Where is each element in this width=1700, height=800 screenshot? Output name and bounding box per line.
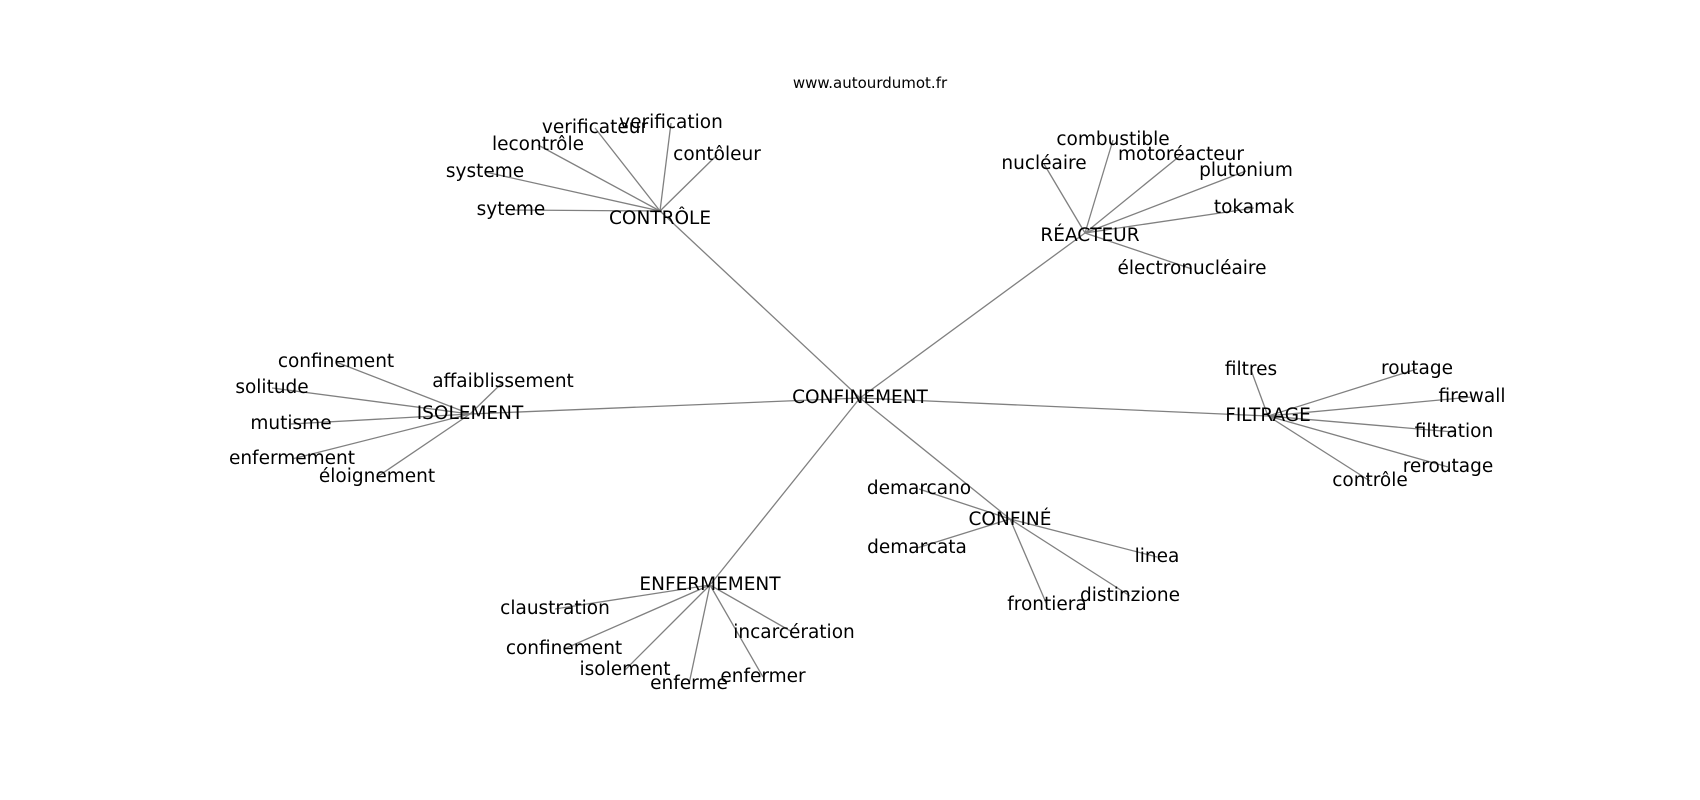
edge-controle-5: [510, 209, 661, 212]
edge-isolement-4: [291, 413, 471, 460]
leaf-node-confine-1: demarcata: [867, 537, 967, 558]
leaf-node-reacteur-1: motoréacteur: [1118, 144, 1244, 165]
edge-reacteur-0: [1084, 139, 1114, 234]
edge-enfermement-3: [624, 584, 711, 671]
edge-enfermement-2: [563, 584, 711, 650]
hub-node-enfermement: ENFERMEMENT: [639, 574, 781, 595]
edge-isolement-2: [271, 387, 471, 415]
leaf-node-isolement-5: éloignement: [319, 466, 435, 487]
edge-controle-1: [659, 122, 672, 212]
edge-confine-3: [1009, 518, 1131, 597]
leaf-node-reacteur-3: plutonium: [1199, 160, 1293, 181]
leaf-node-reacteur-0: combustible: [1056, 129, 1169, 150]
leaf-node-enfermement-4: enferme: [650, 673, 728, 694]
edge-controle-3: [659, 154, 718, 212]
edge-center-enfermement: [709, 397, 861, 586]
edge-isolement-5: [376, 413, 471, 478]
edge-reacteur-3: [1084, 170, 1247, 234]
leaf-node-isolement-2: solitude: [235, 377, 308, 398]
edge-center-isolement: [469, 397, 861, 415]
edge-reacteur-1: [1084, 154, 1182, 234]
hub-node-controle: CONTRÔLE: [609, 207, 711, 229]
edge-confine-4: [1009, 518, 1048, 606]
hub-node-filtrage: FILTRAGE: [1225, 405, 1311, 426]
leaf-node-enfermement-1: incarcération: [733, 622, 855, 643]
leaf-node-controle-5: syteme: [477, 199, 546, 220]
edge-filtrage-2: [1267, 396, 1473, 417]
leaf-node-controle-4: systeme: [446, 161, 524, 182]
edge-center-controle: [659, 210, 861, 399]
leaf-node-controle-1: verification: [619, 112, 723, 133]
edge-enfermement-0: [554, 584, 711, 610]
edge-controle-4: [484, 171, 661, 212]
source-label: www.autourdumot.fr: [793, 74, 948, 92]
center-node: CONFINEMENT: [792, 387, 928, 408]
leaf-node-confine-3: distinzione: [1080, 585, 1180, 606]
edge-reacteur-4: [1084, 207, 1255, 234]
edge-center-confine: [859, 397, 1011, 520]
edge-reacteur-2: [1043, 163, 1086, 234]
edge-enfermement-1: [709, 584, 795, 634]
leaf-node-controle-0: verificateur: [542, 117, 649, 138]
hub-node-isolement: ISOLEMENT: [417, 403, 524, 424]
leaf-node-confine-0: demarcano: [867, 478, 971, 499]
leaf-node-confine-2: linea: [1135, 546, 1180, 567]
leaf-node-enfermement-2: confinement: [506, 638, 622, 659]
leaf-node-filtrage-0: filtres: [1225, 359, 1277, 380]
edge-controle-2: [537, 144, 661, 212]
edge-center-reacteur: [859, 232, 1086, 399]
edge-enfermement-5: [709, 584, 764, 678]
leaf-node-enfermement-3: isolement: [579, 659, 670, 680]
edge-reacteur-5: [1084, 232, 1193, 270]
leaf-node-controle-2: lecontrôle: [492, 134, 584, 155]
leaf-node-enfermement-0: claustration: [500, 598, 610, 619]
leaf-node-reacteur-4: tokamak: [1214, 197, 1295, 218]
leaf-node-filtrage-1: routage: [1381, 358, 1453, 379]
hub-node-reacteur: RÉACTEUR: [1040, 224, 1139, 246]
leaf-node-filtrage-3: filtration: [1415, 421, 1493, 442]
edge-isolement-0: [335, 361, 471, 415]
graph-edges: [271, 122, 1473, 685]
leaf-node-filtrage-2: firewall: [1439, 386, 1506, 407]
leaf-node-isolement-0: confinement: [278, 351, 394, 372]
leaf-node-filtrage-4: reroutage: [1403, 456, 1494, 477]
edge-isolement-3: [290, 413, 471, 425]
leaf-node-isolement-4: enfermement: [229, 448, 355, 469]
edge-filtrage-5: [1267, 415, 1371, 482]
leaf-node-reacteur-2: nucléaire: [1001, 153, 1086, 174]
edge-center-filtrage: [859, 397, 1269, 417]
edge-isolement-1: [469, 381, 504, 415]
leaf-node-reacteur-5: électronucléaire: [1117, 258, 1266, 279]
leaf-node-isolement-1: affaiblissement: [432, 371, 574, 392]
leaf-node-filtrage-5: contrôle: [1332, 470, 1408, 491]
hub-node-confine: CONFINÉ: [969, 508, 1052, 530]
leaf-node-confine-4: frontiera: [1007, 594, 1086, 615]
leaf-node-enfermement-5: enfermer: [720, 666, 806, 687]
edge-filtrage-3: [1267, 415, 1455, 433]
edge-controle-0: [594, 127, 661, 212]
edge-filtrage-1: [1267, 368, 1418, 417]
leaf-node-isolement-3: mutisme: [250, 413, 331, 434]
edge-confine-0: [918, 488, 1011, 520]
leaf-node-controle-3: contôleur: [673, 144, 761, 165]
graph-labels: CONFINEMENT CONTRÔLE verificateurverificat…: [229, 112, 1506, 694]
edge-filtrage-0: [1250, 369, 1269, 417]
edge-filtrage-4: [1267, 415, 1449, 468]
edge-enfermement-4: [688, 584, 711, 685]
edge-confine-1: [916, 518, 1011, 549]
edge-confine-2: [1009, 518, 1158, 558]
